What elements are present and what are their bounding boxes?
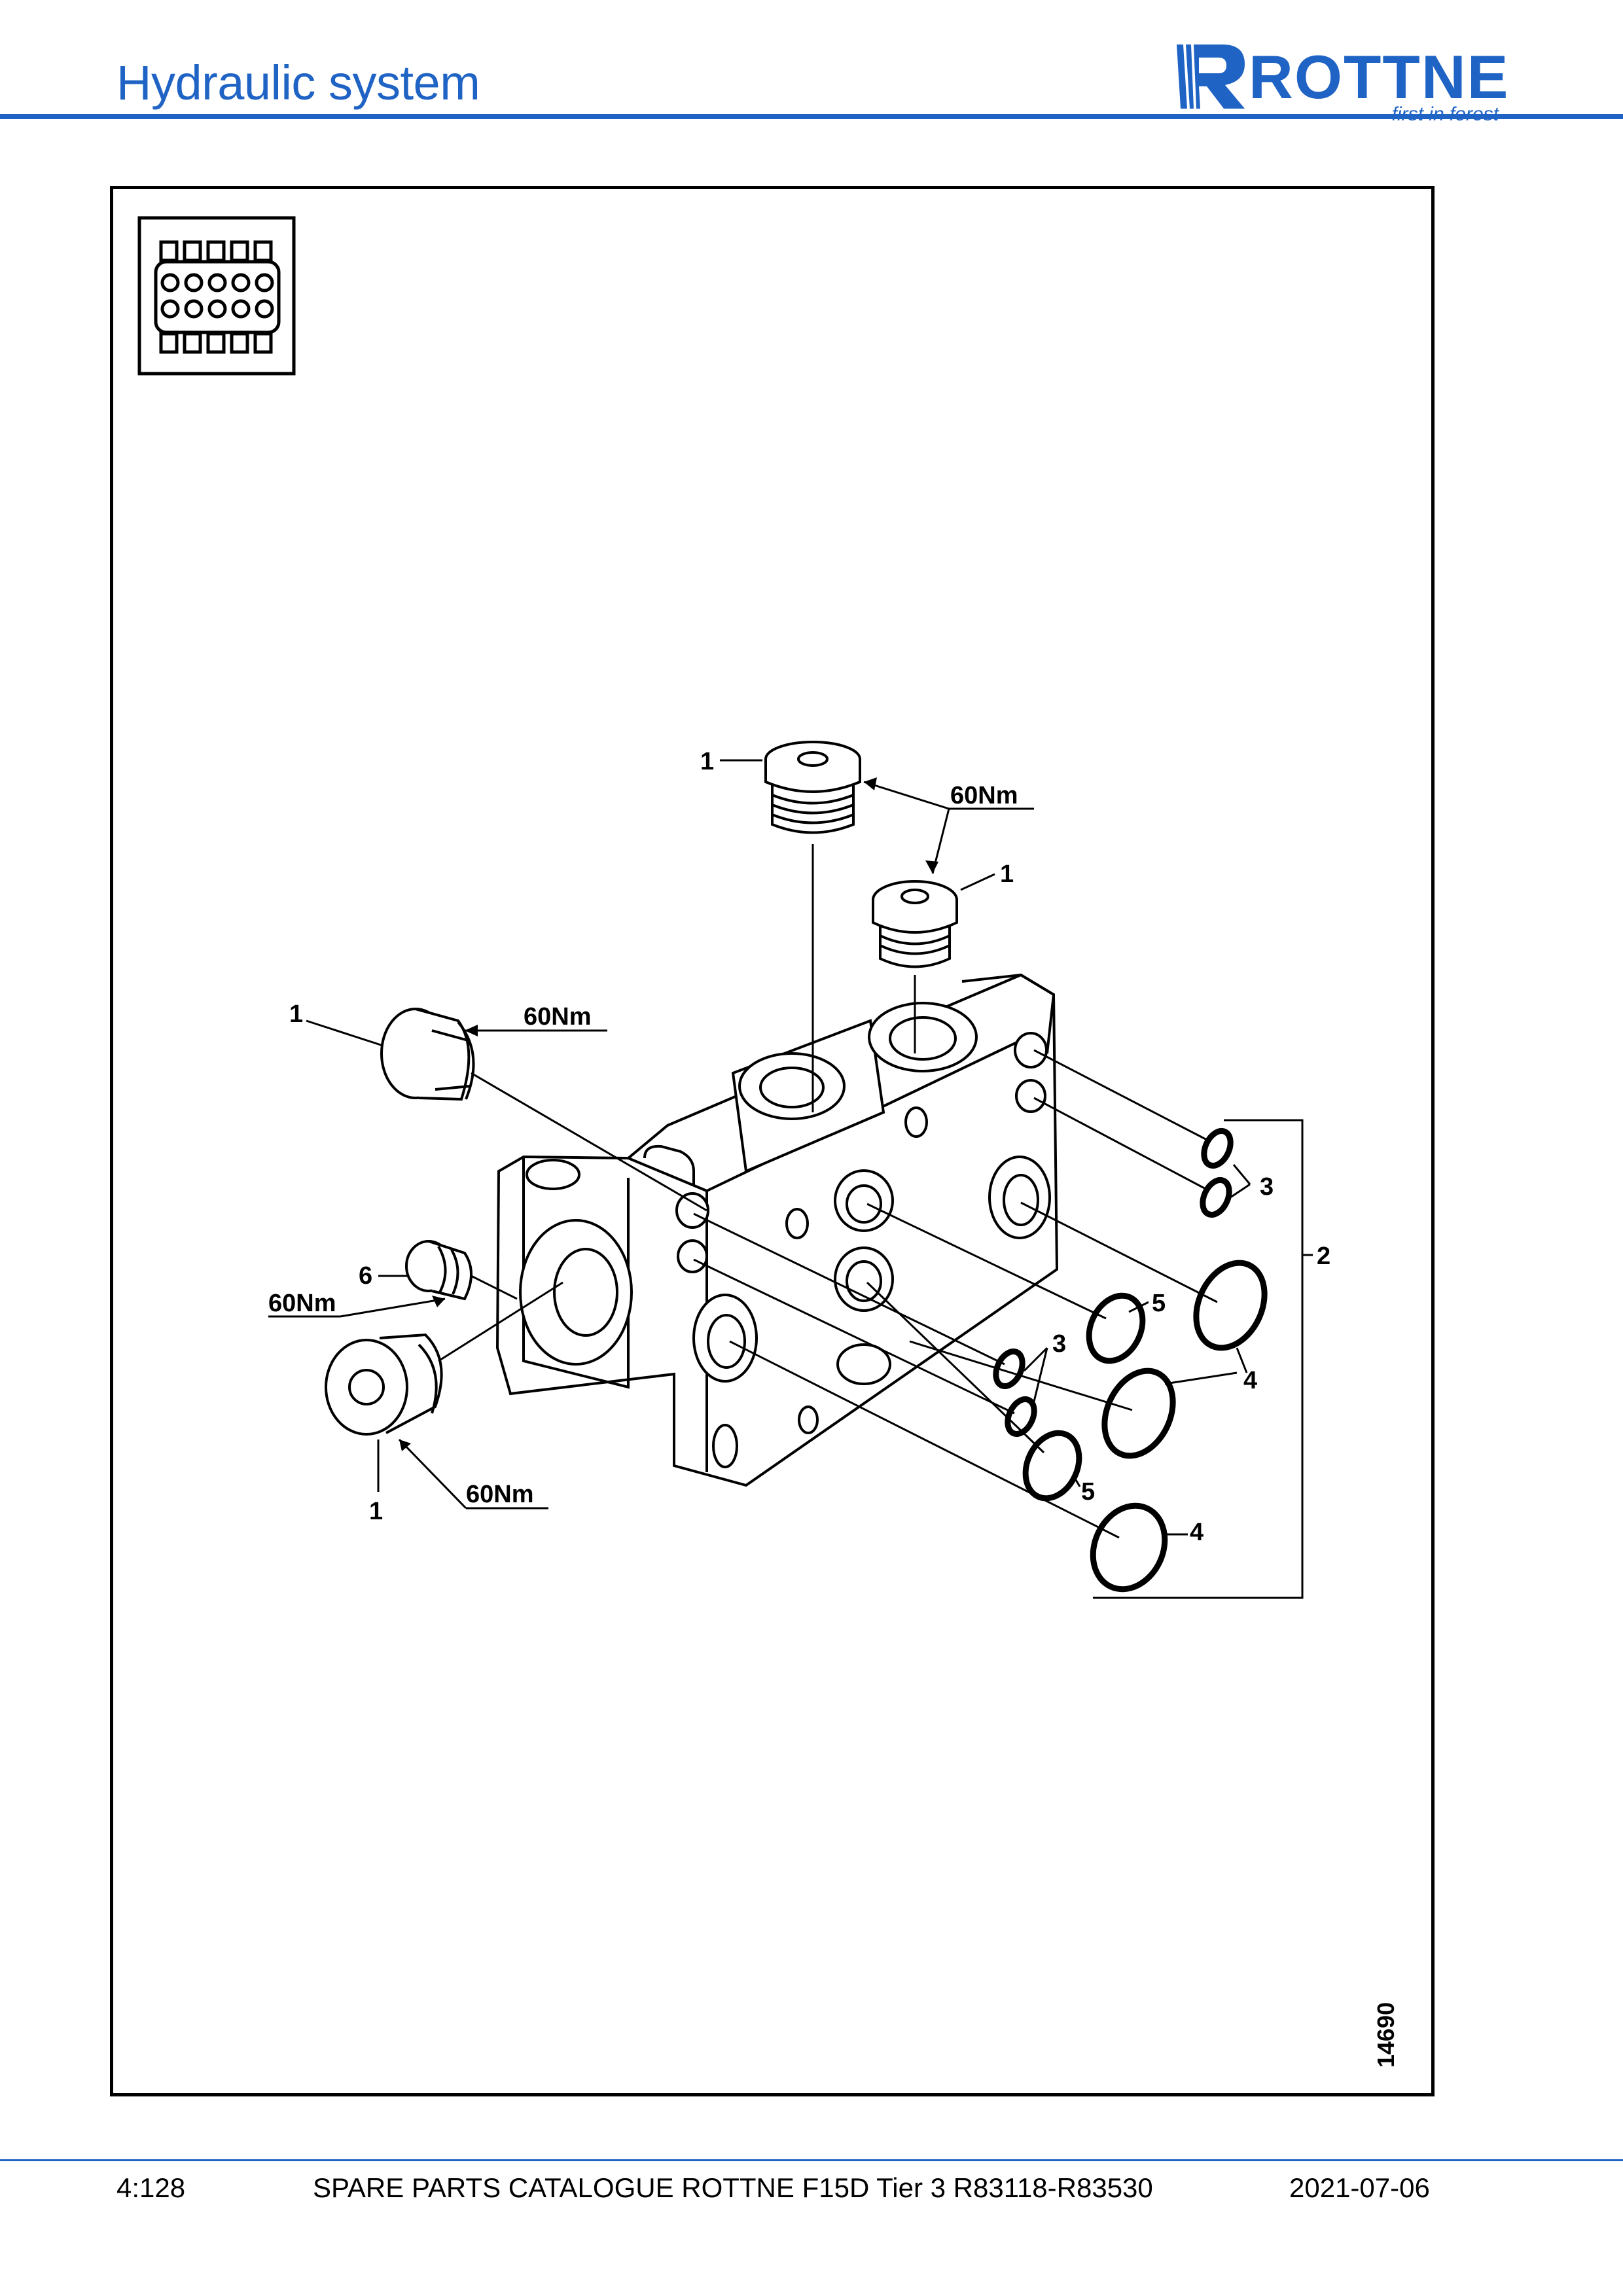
torque-label-bottom: 60Nm <box>466 1481 534 1508</box>
connector-icon <box>137 216 296 376</box>
plug-left-upper <box>380 1008 475 1101</box>
callout-oring-small-right: 3 <box>1260 1173 1274 1201</box>
callout-oring-large-lower: 4 <box>1190 1519 1204 1546</box>
rottne-r-icon <box>1177 44 1245 109</box>
drawing-number: 14690 <box>1372 2002 1399 2068</box>
page-number: 4:128 <box>116 2172 186 2203</box>
drawing-frame <box>110 186 1435 2096</box>
header-rule <box>0 114 1623 119</box>
callout-plug-top-right: 1 <box>1000 860 1014 888</box>
callout-plug-top: 1 <box>700 748 714 775</box>
callout-plug-small: 6 <box>359 1262 372 1290</box>
o-rings <box>993 1128 1268 1593</box>
valve-section-block <box>495 973 1059 1487</box>
plug-top-right <box>872 880 958 968</box>
callout-plug-bottom-left: 1 <box>369 1498 383 1525</box>
callout-plug-left-upper: 1 <box>289 1000 303 1028</box>
publication-date: 2021-07-06 <box>1289 2172 1430 2203</box>
callout-oring-mid-upper: 5 <box>1152 1290 1166 1317</box>
catalogue-title: SPARE PARTS CATALOGUE ROTTNE F15D Tier 3… <box>313 2172 1153 2203</box>
torque-label-left-upper: 60Nm <box>524 1003 592 1031</box>
torque-label-top: 60Nm <box>950 782 1018 809</box>
arrow-heads <box>399 777 938 1451</box>
plug-top <box>764 741 861 834</box>
callout-oring-mid-lower: 5 <box>1081 1478 1095 1506</box>
section-title: Hydraulic system <box>116 56 480 110</box>
callout-oring-large-upper: 4 <box>1243 1367 1257 1394</box>
callout-oring-small-center: 3 <box>1052 1330 1066 1358</box>
torque-label-left-small: 60Nm <box>268 1290 336 1317</box>
plug-small <box>405 1240 473 1301</box>
plug-bottom-left <box>325 1333 443 1436</box>
callout-seal-kit: 2 <box>1317 1243 1330 1270</box>
footer-rule <box>0 2159 1623 2161</box>
brand-name: ROTTNE <box>1249 43 1510 111</box>
